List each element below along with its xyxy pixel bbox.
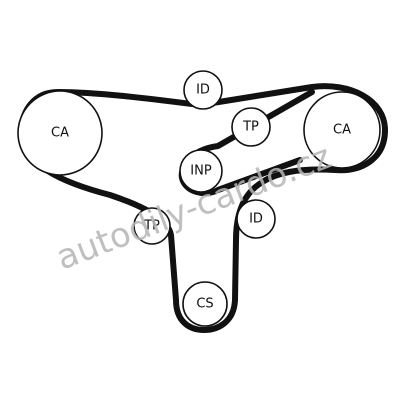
pulley-label: CA xyxy=(333,123,351,138)
pulley-label: INP xyxy=(190,164,212,179)
pulley-label: ID xyxy=(196,83,210,98)
pulley-label: TP xyxy=(143,219,160,234)
pulley-id-top: ID xyxy=(183,70,223,110)
pulley-inp: INP xyxy=(179,149,223,193)
pulley-ca-left: CA xyxy=(17,90,103,176)
pulley-label: CS xyxy=(196,297,213,312)
pulley-tp-lower: TP xyxy=(133,207,171,245)
pulley-label: TP xyxy=(242,120,259,135)
pulley-id-lower: ID xyxy=(236,199,276,239)
pulley-label: ID xyxy=(249,212,263,227)
pulley-label: CA xyxy=(51,126,69,141)
timing-belt-outer xyxy=(18,83,388,333)
pulley-ca-right: CA xyxy=(303,91,381,169)
pulley-cs: CS xyxy=(182,281,228,327)
pulley-tp-upper: TP xyxy=(231,107,271,147)
